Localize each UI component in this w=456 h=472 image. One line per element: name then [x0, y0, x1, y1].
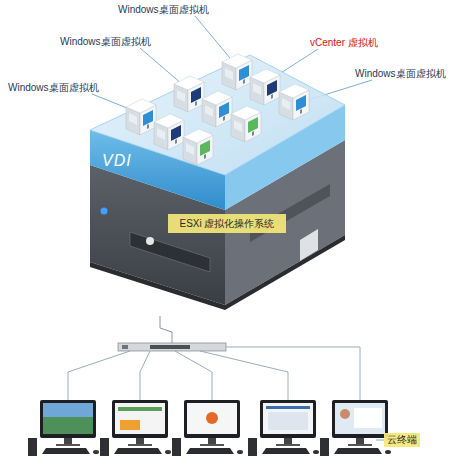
vm-icon: [183, 129, 213, 165]
lan-wires: [68, 347, 360, 400]
screen: [43, 403, 93, 434]
band-top: [90, 55, 345, 175]
screen-logo: [206, 412, 218, 424]
network-switch: [118, 343, 226, 351]
screen-sky: [43, 403, 93, 417]
vm-icon: [231, 106, 261, 142]
screen: [115, 403, 165, 434]
screen-window: [354, 408, 382, 428]
node-text: ESXi 虚拟化操作系统: [168, 214, 286, 233]
vm-grid: [126, 54, 309, 165]
vm-icon: [154, 114, 184, 150]
lan-wire: [140, 351, 150, 400]
screen-bar: [118, 407, 162, 411]
screen-bar: [266, 406, 310, 409]
callout-label: Windows桌面虚拟机: [118, 4, 209, 16]
screen: [187, 403, 237, 434]
uplink-wire: [160, 316, 172, 343]
drive-bay: [130, 232, 210, 272]
vdi-band-label: VDI: [100, 150, 134, 172]
power-light: [101, 208, 108, 215]
leader-line: [376, 440, 384, 441]
switch-port: [122, 345, 128, 349]
vdi-band: [90, 55, 345, 210]
lan-wire: [68, 351, 130, 400]
vm-icon: [126, 99, 156, 135]
leader-line: [195, 16, 230, 58]
lan-wire: [175, 351, 212, 400]
screen-person: [340, 409, 350, 419]
terminal-label: 云终端: [384, 433, 420, 447]
pc-terminal: [28, 400, 99, 456]
vm-icon: [174, 76, 204, 112]
terminals: [28, 400, 391, 456]
pc-terminal: [100, 400, 171, 456]
os-label-box: ESXi 虚拟化操作系统: [168, 214, 286, 233]
pc-terminal: [172, 400, 243, 456]
pc-terminal: [248, 400, 319, 456]
lan-wire: [200, 351, 288, 400]
callout-label: Windows桌面虚拟机: [8, 82, 99, 94]
leader-line: [140, 48, 182, 84]
screen: [263, 403, 313, 434]
screen-doc: [268, 412, 308, 430]
node-text: VDI: [102, 152, 132, 170]
callout-label: vCenter 虚拟机: [310, 37, 378, 49]
server-button: [146, 237, 154, 245]
lan-wire: [226, 347, 360, 400]
vm-icon: [202, 91, 232, 127]
screen-chart: [120, 420, 140, 430]
callout-label: Windows桌面虚拟机: [60, 36, 151, 48]
callout-label: Windows桌面虚拟机: [355, 68, 446, 80]
pc-terminal: [320, 400, 391, 456]
vm-icon: [250, 69, 280, 105]
switch-ports: [150, 345, 190, 349]
switch-body: [118, 343, 226, 351]
screen: [335, 403, 385, 434]
vm-icon: [279, 84, 309, 120]
vm-icon: [222, 54, 252, 90]
server-base: [90, 235, 345, 310]
